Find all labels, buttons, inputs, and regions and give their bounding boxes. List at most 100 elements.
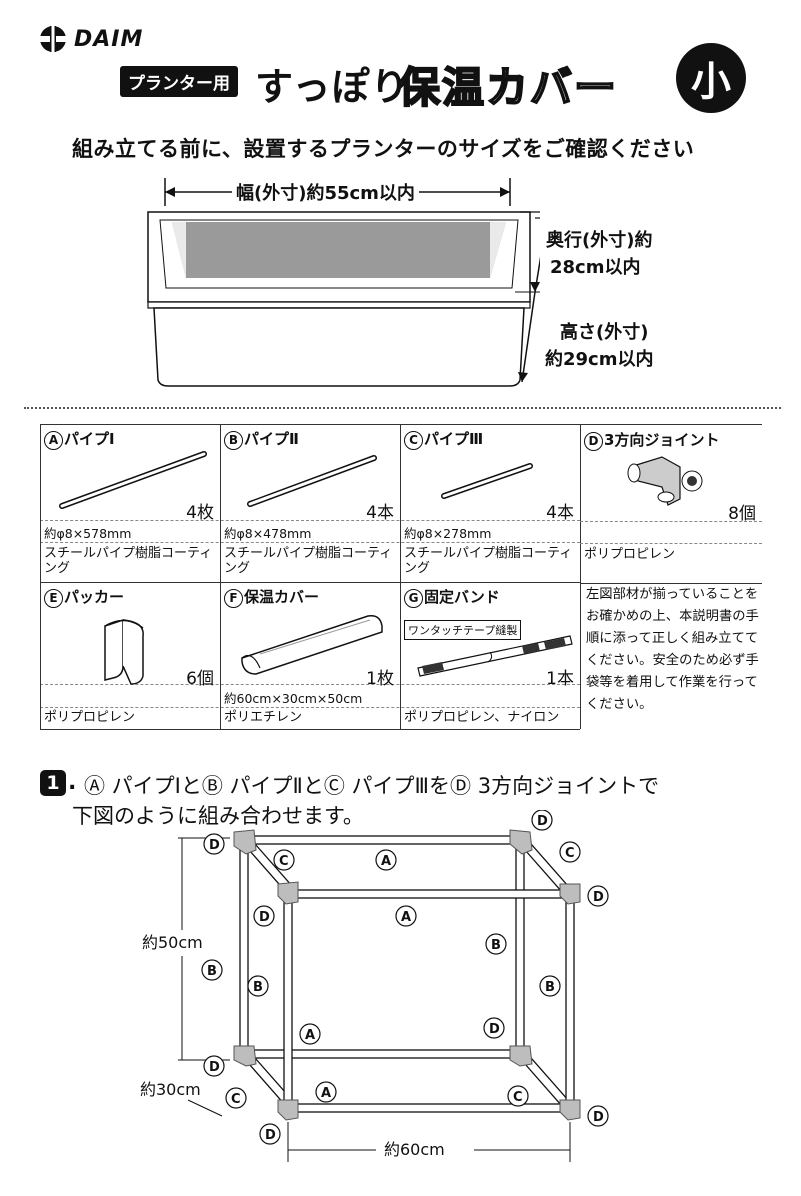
part-letter: D <box>584 432 603 451</box>
callout-letter: C <box>231 1092 241 1107</box>
part-count: 4本 <box>546 503 574 523</box>
pipe-a-front-top <box>283 889 575 899</box>
packer-icon <box>104 618 144 685</box>
callout-d: D <box>531 810 553 831</box>
callout-letter: A <box>381 854 391 869</box>
pipe-b-front-left <box>283 889 293 1111</box>
part-name: パイプⅡ <box>244 430 299 448</box>
callout-letter: D <box>259 910 270 925</box>
callout-a: A <box>375 849 397 871</box>
step-number: 1 <box>40 770 66 796</box>
part-material: スチールパイプ樹脂コーティング <box>404 546 573 576</box>
callout-letter: B <box>207 964 217 979</box>
dim-depth-label: 約30cm <box>140 1080 201 1099</box>
joint-d-2 <box>509 829 533 855</box>
part-name: パッカー <box>64 588 125 606</box>
part-count: 4本 <box>366 503 394 523</box>
joint-d-4 <box>559 883 581 905</box>
part-spec: 約φ8×278mm <box>404 526 492 541</box>
part-letter: E <box>44 589 63 608</box>
callout-a: A <box>299 1023 321 1045</box>
joint-d-3 <box>277 881 299 905</box>
part-material: スチールパイプ樹脂コーティング <box>44 546 213 576</box>
callout-letter: D <box>593 890 604 905</box>
part-material: ポリプロピレン、ナイロン <box>404 710 560 725</box>
planter-height-value: 約29cm以内 <box>545 349 654 370</box>
product-title: 保温カバー <box>397 62 619 113</box>
planter-height-label: 高さ(外寸) <box>560 322 649 343</box>
dim-width-label: 約60cm <box>384 1140 445 1159</box>
size-notice: 組み立てる前に、設置するプランターのサイズをご確認ください <box>72 137 695 161</box>
callout-letter: D <box>265 1128 276 1143</box>
callout-letter: C <box>513 1090 523 1105</box>
callout-letter: D <box>489 1022 500 1037</box>
pipe-a-front-bottom <box>283 1103 575 1113</box>
joint-d-7 <box>277 1099 299 1121</box>
callout-letter: C <box>279 854 289 869</box>
part-letter: F <box>224 589 243 608</box>
joint-icon <box>627 456 703 506</box>
planter-depth-label: 奥行(外寸)約 <box>546 230 653 251</box>
planter-depth-value: 28cm以内 <box>550 257 641 278</box>
safety-note: 左図部材が揃っていることをお確かめの上、本説明書の手順に添って正しく組み立ててく… <box>586 587 759 712</box>
callout-letter: B <box>491 938 501 953</box>
callout-d: D <box>587 885 609 907</box>
part-spec: 約φ8×578mm <box>44 526 132 541</box>
part-name: 固定バンド <box>424 588 500 606</box>
callout-letter: C <box>565 846 575 861</box>
size-badge: 小 <box>676 43 746 113</box>
callout-b: B <box>485 933 507 955</box>
pipe-a-icon <box>59 451 207 509</box>
part-material: ポリプロピレン <box>584 547 676 562</box>
part-material: スチールパイプ樹脂コーティング <box>224 546 393 576</box>
callout-letter: B <box>253 980 263 995</box>
step-instruction-line2: 下図のように組み合わせます。 <box>72 804 364 828</box>
pipe-c-icon <box>441 463 533 499</box>
part-spec: 約60cm×30cm×50cm <box>224 691 363 706</box>
callout-d: D <box>587 1105 609 1127</box>
callout-b: B <box>539 975 561 997</box>
product-title-prefix: すっぽり <box>255 65 410 109</box>
callout-c: C <box>559 841 581 863</box>
joint-d-8 <box>559 1099 581 1121</box>
pipe-b-icon <box>247 455 377 507</box>
callout-letter: A <box>305 1028 315 1043</box>
part-name: 3方向ジョイント <box>604 431 720 449</box>
planter-illustration <box>147 178 540 387</box>
part-name: 保温カバー <box>244 588 320 606</box>
step-dot: . <box>68 770 77 795</box>
part-material: ポリプロピレン <box>44 710 136 725</box>
part-letter: B <box>224 431 243 450</box>
part-material: ポリエチレン <box>224 710 303 725</box>
callout-b: B <box>201 959 223 981</box>
frame-diagram: 約50cm 約30cm 約60cm D D D D D D D D C C C … <box>140 810 609 1162</box>
callout-d: D <box>259 1123 281 1145</box>
dim-height-label: 約50cm <box>142 933 203 952</box>
joint-d-5 <box>233 1045 257 1067</box>
callout-letter: A <box>321 1086 331 1101</box>
pipe-b-back-left <box>239 835 249 1059</box>
part-count: 4枚 <box>186 503 214 523</box>
callout-d: D <box>253 905 275 927</box>
part-letter: G <box>404 589 423 608</box>
pipe-a-back-top <box>239 835 525 845</box>
callout-letter: B <box>545 980 555 995</box>
callout-c: C <box>507 1085 529 1107</box>
callout-d: D <box>483 1017 505 1039</box>
callout-d: D <box>203 833 225 855</box>
callout-c: C <box>225 1087 247 1109</box>
callout-letter: A <box>401 910 411 925</box>
planter-width-label: 幅(外寸)約55cm以内 <box>232 179 419 205</box>
callout-c: C <box>273 849 295 871</box>
callout-letter: D <box>209 838 220 853</box>
band-label: ワンタッチテープ縫製 <box>404 620 522 640</box>
part-name: パイプⅠ <box>64 430 115 448</box>
callout-a: A <box>395 905 417 927</box>
pipe-b-front-right <box>565 889 575 1111</box>
